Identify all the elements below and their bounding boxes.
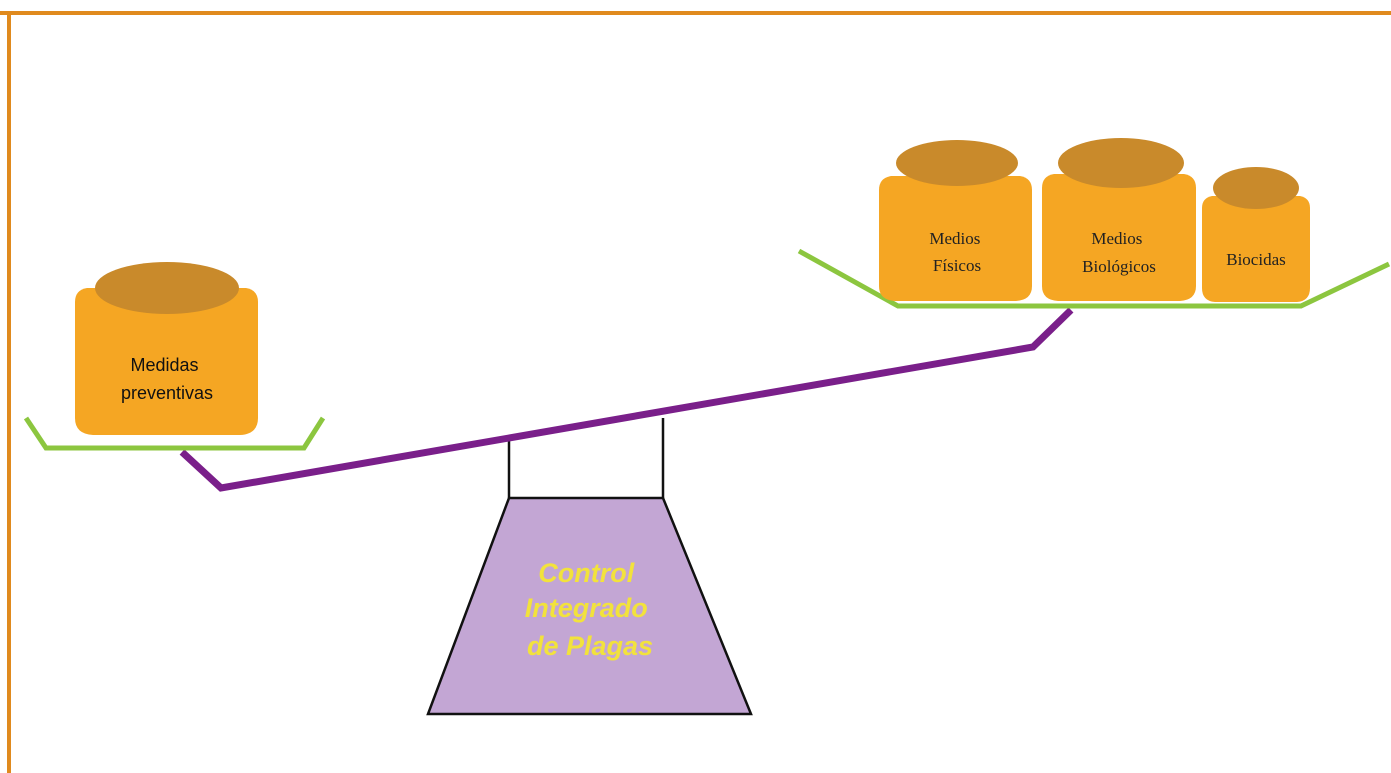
base-label: Control Integrado de Plagas [525, 558, 656, 661]
jar-label: Medidas preventivas [121, 355, 213, 403]
jar-label: Medios Físicos [929, 229, 984, 275]
jar-medidas-preventivas: Medidas preventivas [75, 262, 258, 435]
jar-label: Biocidas [1226, 250, 1286, 269]
fulcrum-base: Control Integrado de Plagas [426, 418, 753, 716]
balance-beam [179, 307, 1074, 492]
jar-lid [1213, 167, 1299, 209]
jar-medios-biologicos: Medios Biológicos [1042, 138, 1196, 301]
frame-border [0, 11, 1391, 773]
jar-biocidas: Biocidas [1202, 167, 1310, 302]
jar-label-line-2: Físicos [933, 256, 981, 275]
jar-label-line-1: Medidas [130, 355, 198, 375]
jar-label-line-1: Biocidas [1226, 250, 1286, 269]
base-label-line-2: Integrado [525, 593, 648, 623]
jar-label-line-1: Medios [1091, 229, 1142, 248]
jar-label-line-1: Medios [929, 229, 980, 248]
jar-label-line-2: Biológicos [1082, 257, 1156, 276]
right-pan: Medios Físicos Medios Biológicos Biocida… [797, 138, 1391, 309]
base-label-line-1: Control [538, 558, 634, 588]
left-pan: Medidas preventivas [23, 262, 326, 451]
jar-medios-fisicos: Medios Físicos [879, 140, 1032, 301]
jar-label: Medios Biológicos [1082, 229, 1156, 276]
base-label-line-3: de Plagas [527, 631, 653, 661]
jar-label-line-2: preventivas [121, 383, 213, 403]
jar-lid [95, 262, 239, 314]
jar-lid [1058, 138, 1184, 188]
jar-lid [896, 140, 1018, 186]
